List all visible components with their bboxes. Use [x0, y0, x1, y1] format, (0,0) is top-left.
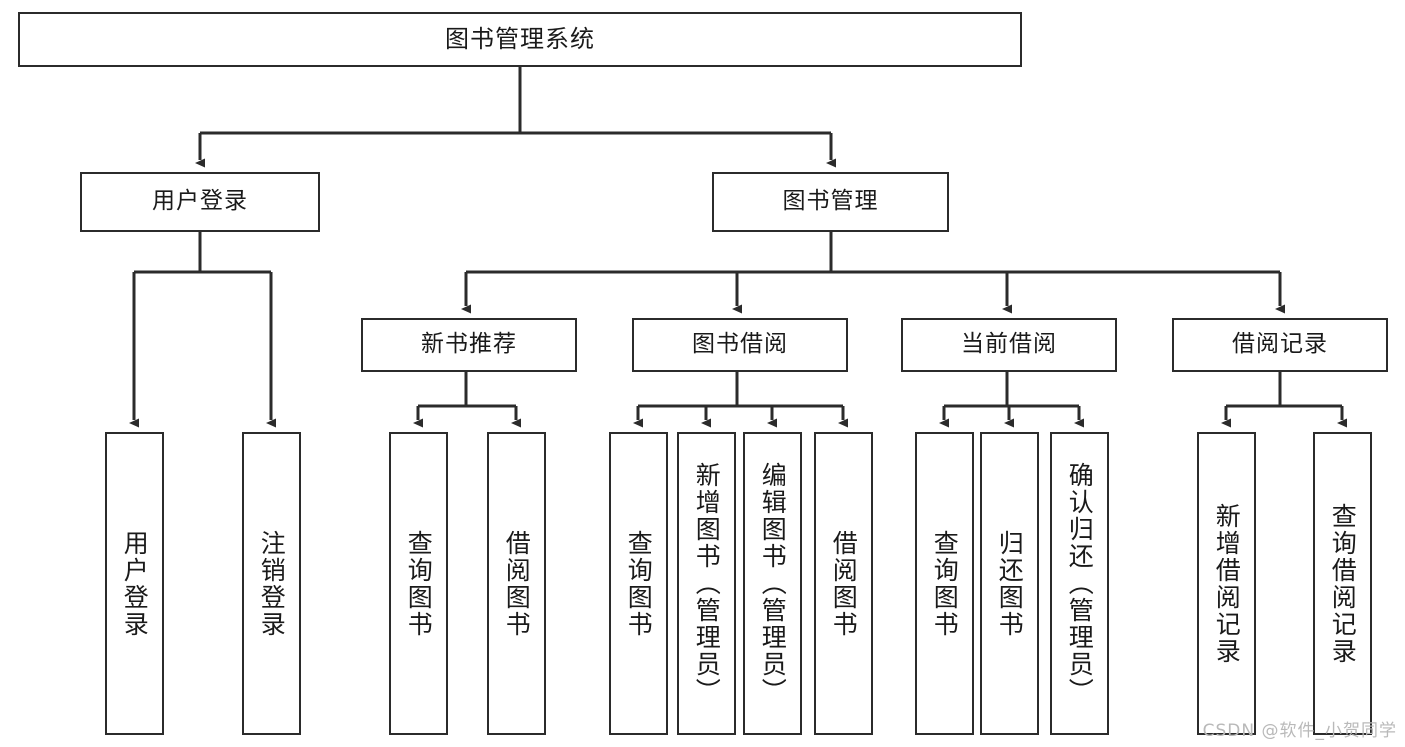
node-book-management[interactable]: 图书管理: [712, 172, 949, 232]
node-leaf-query-book-3-label: 查询图书: [930, 529, 960, 638]
node-leaf-return-book[interactable]: 归还图书: [980, 432, 1039, 735]
csdn-watermark: CSDN @软件_小贺同学: [1202, 721, 1397, 741]
node-leaf-confirm-return-label: 确认归还（管理员）: [1065, 462, 1095, 705]
node-leaf-edit-book-label: 编辑图书（管理员）: [758, 462, 788, 705]
node-borrow-record[interactable]: 借阅记录: [1172, 318, 1388, 372]
node-user-login[interactable]: 用户登录: [80, 172, 320, 232]
node-leaf-query-book-3[interactable]: 查询图书: [915, 432, 974, 735]
node-leaf-logout[interactable]: 注销登录: [242, 432, 301, 735]
node-leaf-query-record-label: 查询借阅记录: [1328, 502, 1358, 665]
node-leaf-add-record[interactable]: 新增借阅记录: [1197, 432, 1256, 735]
node-leaf-add-book-label: 新增图书（管理员）: [692, 462, 722, 705]
node-current-borrow[interactable]: 当前借阅: [901, 318, 1117, 372]
node-leaf-user-login[interactable]: 用户登录: [105, 432, 164, 735]
node-leaf-logout-label: 注销登录: [257, 529, 287, 638]
node-leaf-query-book-2-label: 查询图书: [624, 529, 654, 638]
node-new-book-recommend[interactable]: 新书推荐: [361, 318, 577, 372]
node-leaf-borrow-book-1-label: 借阅图书: [502, 529, 532, 638]
node-leaf-user-login-label: 用户登录: [120, 529, 150, 638]
node-leaf-edit-book[interactable]: 编辑图书（管理员）: [743, 432, 802, 735]
node-leaf-query-record[interactable]: 查询借阅记录: [1313, 432, 1372, 735]
node-leaf-query-book-1[interactable]: 查询图书: [389, 432, 448, 735]
node-leaf-borrow-book-1[interactable]: 借阅图书: [487, 432, 546, 735]
node-book-borrow[interactable]: 图书借阅: [632, 318, 848, 372]
node-leaf-query-book-2[interactable]: 查询图书: [609, 432, 668, 735]
node-leaf-return-book-label: 归还图书: [995, 529, 1025, 638]
node-leaf-query-book-1-label: 查询图书: [404, 529, 434, 638]
node-leaf-add-record-label: 新增借阅记录: [1212, 502, 1242, 665]
node-leaf-borrow-book-2-label: 借阅图书: [829, 529, 859, 638]
node-leaf-add-book[interactable]: 新增图书（管理员）: [677, 432, 736, 735]
node-root-system[interactable]: 图书管理系统: [18, 12, 1022, 67]
node-leaf-borrow-book-2[interactable]: 借阅图书: [814, 432, 873, 735]
node-leaf-confirm-return[interactable]: 确认归还（管理员）: [1050, 432, 1109, 735]
